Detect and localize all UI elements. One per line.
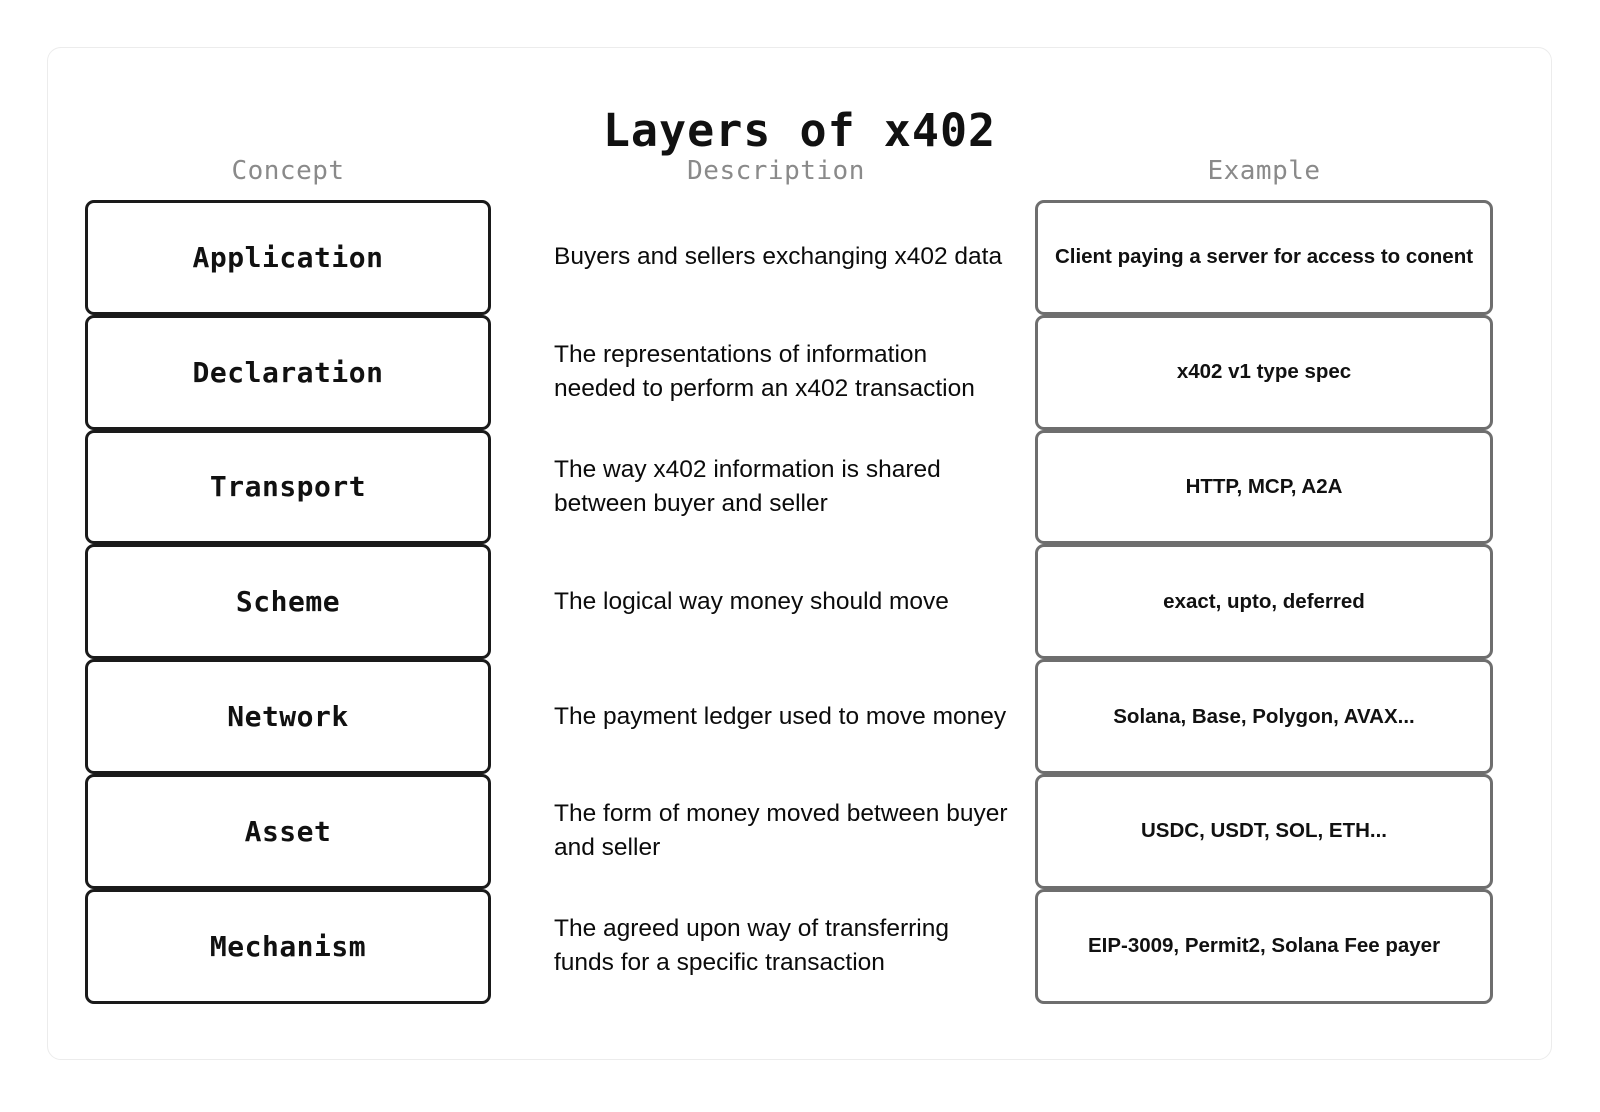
example-box[interactable]: exact, upto, deferred bbox=[1035, 544, 1493, 660]
column-header-example: Example bbox=[1207, 156, 1321, 186]
example-box[interactable]: USDC, USDT, SOL, ETH... bbox=[1035, 774, 1493, 889]
description-cell: The way x402 information is shared betwe… bbox=[554, 455, 941, 517]
description-cell: The form of money moved between buyer an… bbox=[554, 800, 1008, 862]
description-cell: The logical way money should move bbox=[554, 587, 949, 615]
example-box[interactable]: Solana, Base, Polygon, AVAX... bbox=[1035, 659, 1493, 774]
description-cell: The agreed upon way of transferring fund… bbox=[554, 915, 949, 977]
page-title: Layers of x402 bbox=[602, 104, 997, 157]
description-cell: The payment ledger used to move money bbox=[554, 702, 1007, 730]
concept-box[interactable]: Transport bbox=[85, 429, 491, 545]
example-box[interactable]: Client paying a server for access to con… bbox=[1035, 200, 1493, 315]
description-cell: The representations of information neede… bbox=[554, 341, 975, 403]
concept-box[interactable]: Application bbox=[85, 200, 491, 315]
example-box[interactable]: EIP-3009, Permit2, Solana Fee payer bbox=[1035, 888, 1493, 1004]
example-box[interactable]: x402 v1 type spec bbox=[1035, 314, 1493, 430]
concept-box[interactable]: Mechanism bbox=[85, 888, 491, 1004]
column-header-description: Description bbox=[687, 156, 865, 186]
concept-box[interactable]: Scheme bbox=[85, 544, 491, 660]
concept-box[interactable]: Asset bbox=[85, 774, 491, 889]
concept-box[interactable]: Declaration bbox=[85, 314, 491, 430]
diagram-card: Layers of x402 Concept Description Examp… bbox=[47, 47, 1552, 1060]
example-box[interactable]: HTTP, MCP, A2A bbox=[1035, 429, 1493, 545]
example-column: Client paying a server for access to con… bbox=[1035, 200, 1493, 1004]
description-cell: Buyers and sellers exchanging x402 data bbox=[554, 243, 1003, 271]
column-header-concept: Concept bbox=[231, 156, 345, 186]
concept-box[interactable]: Network bbox=[85, 659, 491, 774]
